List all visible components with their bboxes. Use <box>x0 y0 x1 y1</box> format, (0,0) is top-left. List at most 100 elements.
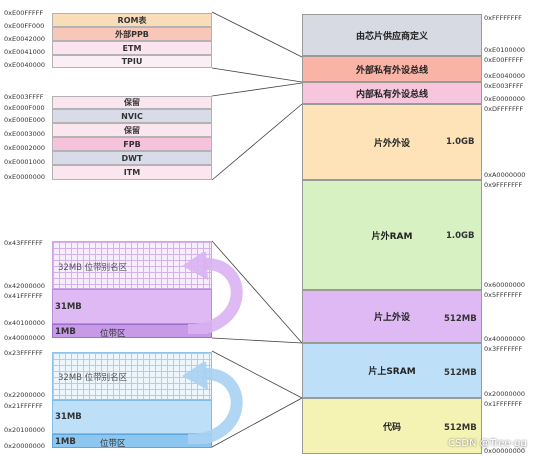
addr-boundary: 0x20000000 <box>484 390 526 398</box>
addr-label: 0xE0041000 <box>4 48 46 56</box>
addr-boundary: 0x9FFFFFFF <box>484 181 523 189</box>
addr-label: 0xE0040000 <box>4 61 46 69</box>
sub-label: ETM <box>122 43 142 53</box>
addr-label: 0x41FFFFFF <box>4 292 43 300</box>
region-code: 代码 <box>302 398 482 454</box>
band-size: 1MB <box>55 437 76 447</box>
sub-label: 保留 <box>124 98 140 107</box>
bitband-reserved-region <box>52 400 212 434</box>
addr-label: 0x40100000 <box>4 319 46 327</box>
curved-arrow-purple-icon <box>182 252 243 334</box>
size-code: 512MB <box>444 423 477 433</box>
size-onchip-sram: 512MB <box>444 368 477 378</box>
band-label: 位带区 <box>100 439 126 449</box>
region-internal-ppb: 内部私有外设总线 <box>302 82 482 104</box>
connector-line <box>211 397 303 448</box>
region-label: 内部私有外设总线 <box>355 89 428 100</box>
ppb-etm: ETM <box>52 41 212 55</box>
addr-label: 0x20000000 <box>4 442 46 450</box>
sub-label: 保留 <box>124 125 140 135</box>
region-onchip-sram: 片上SRAM <box>302 343 482 398</box>
addr-label: 0xE0000000 <box>4 173 46 181</box>
addr-label: 0xE0001000 <box>4 158 46 166</box>
addr-label: 0xE0042000 <box>4 35 46 43</box>
ppb-fpb: FPB <box>52 137 212 151</box>
region-onchip-peripheral: 片上外设 <box>302 290 482 343</box>
addr-boundary: 0xE003FFFF <box>484 82 524 90</box>
addr-label: 0x40000000 <box>4 334 46 342</box>
sub-label: FPB <box>123 139 141 149</box>
addr-label: 0xE003FFFF <box>4 93 44 101</box>
size-ext-peripheral: 1.0GB <box>446 137 475 147</box>
region-label: 片外RAM <box>371 231 413 242</box>
connector-line <box>211 82 303 97</box>
size-ext-ram: 1.0GB <box>446 231 475 241</box>
connector-line <box>211 350 303 399</box>
band-label: 位带区 <box>100 329 126 339</box>
region-ext-ram: 片外RAM <box>302 180 482 290</box>
ppb-rom-table: ROM表 <box>52 13 212 27</box>
addr-label: 0x22000000 <box>4 391 46 399</box>
reserved-size: 31MB <box>55 302 82 312</box>
ppb-external: 外部PPB <box>52 27 212 41</box>
addr-boundary: 0xE00FFFFF <box>484 56 524 64</box>
connector-line <box>211 337 303 344</box>
addr-label: 0xE000E000 <box>4 116 46 124</box>
size-onchip-peripheral: 512MB <box>444 314 477 324</box>
addr-label: 0x42000000 <box>4 282 46 290</box>
addr-boundary: 0xE0000000 <box>484 95 526 103</box>
ppb-reserved: 保留 <box>52 123 212 137</box>
addr-boundary: 0x00000000 <box>484 447 526 455</box>
addr-boundary: 0x60000000 <box>484 281 526 289</box>
ppb-reserved: 保留 <box>52 96 212 109</box>
alias-label: 32MB 位带别名区 <box>58 263 128 273</box>
addr-boundary: 0xE0040000 <box>484 72 526 80</box>
connector-line <box>211 67 303 83</box>
addr-label: 0xE0003000 <box>4 130 46 138</box>
sub-label: ROM表 <box>117 15 147 25</box>
curved-arrow-blue-icon <box>182 362 243 444</box>
region-label: 代码 <box>382 422 401 433</box>
ppb-nvic: NVIC <box>52 109 212 123</box>
addr-boundary: 0xE0100000 <box>484 46 526 54</box>
addr-label: 0x21FFFFFF <box>4 402 43 410</box>
region-label: 片外外设 <box>373 138 410 149</box>
addr-boundary: 0x5FFFFFFF <box>484 291 523 299</box>
addr-label: 0xE0002000 <box>4 144 46 152</box>
addr-label: 0xE000F000 <box>4 104 45 112</box>
connector-line <box>211 240 303 344</box>
addr-label: 0xE00FFFFF <box>4 9 44 17</box>
region-external-ppb: 外部私有外设总线 <box>302 56 482 82</box>
connector-line <box>211 103 303 181</box>
region-label: 片上SRAM <box>368 367 416 377</box>
region-label: 片上外设 <box>373 313 410 323</box>
region-label: 由芯片供应商定义 <box>355 31 428 42</box>
alias-label: 32MB 位带别名区 <box>58 373 128 383</box>
ppb-itm: ITM <box>52 165 212 180</box>
watermark: CSDN @Tree-gg <box>448 438 527 449</box>
sub-label: NVIC <box>121 111 143 121</box>
region-vendor-defined: 由芯片供应商定义 <box>302 14 482 56</box>
addr-boundary: 0x40000000 <box>484 335 526 343</box>
bitband-reserved-region <box>52 289 212 324</box>
ppb-dwt: DWT <box>52 151 212 165</box>
sub-label: DWT <box>121 153 143 163</box>
addr-boundary: 0xA0000000 <box>484 171 526 179</box>
addr-boundary: 0xDFFFFFFF <box>484 105 524 113</box>
addr-top: 0xFFFFFFFF <box>484 14 522 22</box>
reserved-size: 31MB <box>55 412 82 422</box>
addr-boundary: 0x1FFFFFFF <box>484 400 523 408</box>
addr-label: 0x23FFFFFF <box>4 349 43 357</box>
region-ext-peripheral: 片外外设 <box>302 104 482 180</box>
sub-label: 外部PPB <box>115 29 149 39</box>
ppb-tpiu: TPIU <box>52 55 212 68</box>
sub-label: TPIU <box>121 57 143 66</box>
addr-label: 0x43FFFFFF <box>4 239 43 247</box>
addr-boundary: 0x3FFFFFFF <box>484 345 523 353</box>
region-label: 外部私有外设总线 <box>355 65 428 76</box>
addr-label: 0x20100000 <box>4 426 46 434</box>
connector-line <box>211 11 303 58</box>
addr-label: 0xE00FF000 <box>4 22 45 30</box>
sub-label: ITM <box>123 168 141 177</box>
